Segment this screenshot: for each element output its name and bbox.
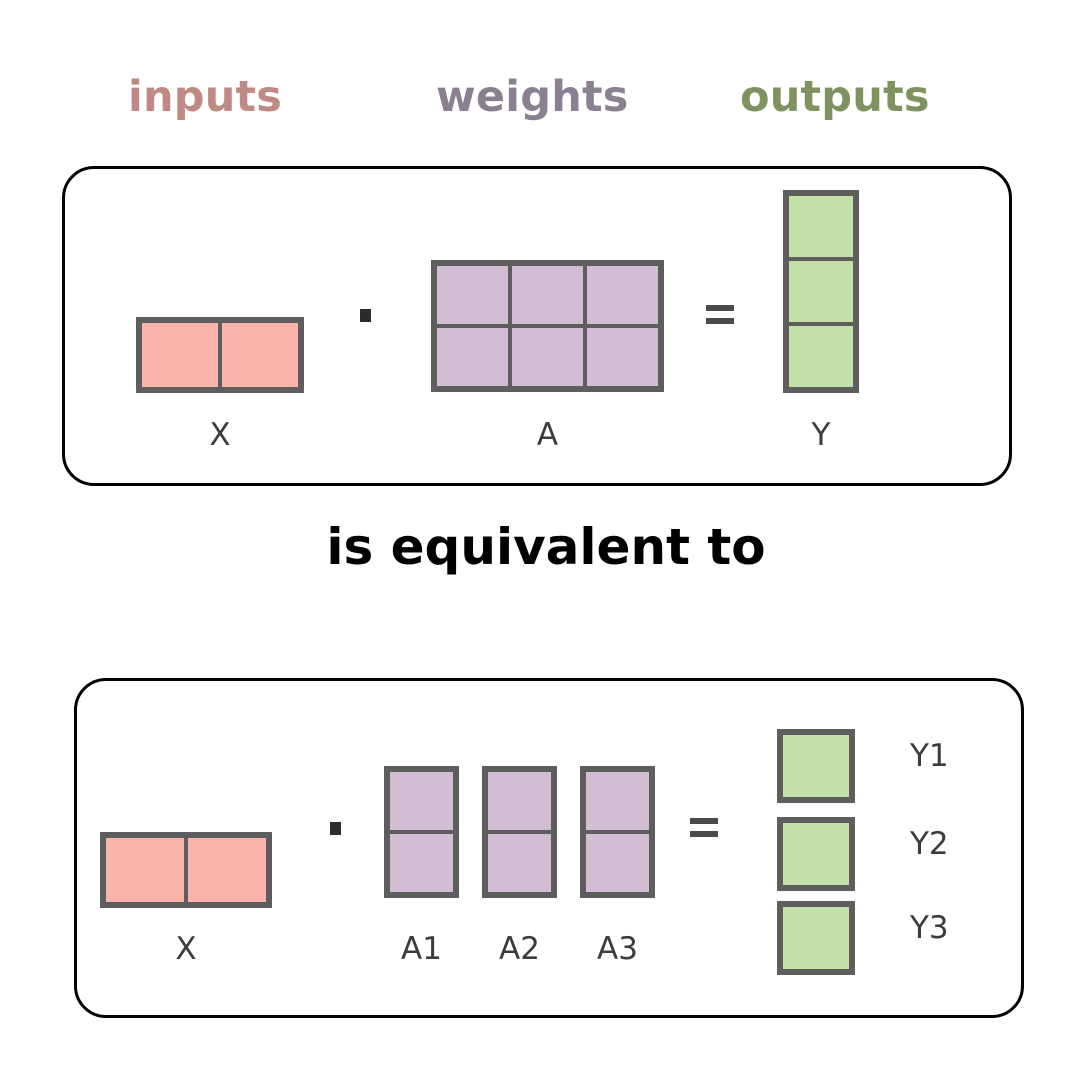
matrix-label-a1: A1 (401, 931, 442, 967)
matrix-label-y3: Y3 (910, 910, 949, 946)
matrix-cell (584, 770, 651, 832)
matrix-a2-shard (482, 766, 557, 898)
matrix-a3-shard (580, 766, 655, 898)
matrix-cell (787, 194, 855, 259)
matrix-x-top (136, 317, 304, 393)
matrix-cell (510, 264, 585, 326)
matrix-cell (486, 770, 553, 832)
matrix-cell (220, 321, 300, 389)
matrix-cell (781, 821, 851, 887)
matrix-cell (781, 905, 851, 971)
legend-label-inputs: inputs (128, 72, 283, 122)
matrix-a-top (431, 260, 664, 392)
matrix-cell (435, 264, 510, 326)
matrix-cell (787, 324, 855, 389)
matrix-cell (585, 264, 660, 326)
legend-label-outputs: outputs (740, 72, 930, 122)
matrix-cell (388, 832, 455, 894)
matrix-label-y1: Y1 (910, 738, 949, 774)
legend-label-weights: weights (436, 72, 629, 122)
matrix-cell (140, 321, 220, 389)
matrix-label-y-top: Y (811, 417, 831, 453)
matrix-y1-shard (777, 729, 855, 803)
matrix-label-x-bottom: X (175, 931, 197, 967)
equals-operator-icon (690, 818, 718, 837)
matrix-label-a-top: A (536, 417, 559, 453)
matrix-y2-shard (777, 817, 855, 891)
matrix-cell (486, 832, 553, 894)
matrix-cell (781, 733, 851, 799)
matrix-cell (510, 326, 585, 388)
matrix-cell (388, 770, 455, 832)
matrix-cell (787, 259, 855, 324)
matrix-cell (186, 836, 268, 904)
dot-operator-icon (360, 309, 371, 322)
dot-operator-icon (330, 822, 341, 835)
matrix-x-bottom (100, 832, 272, 908)
matrix-cell (104, 836, 186, 904)
matrix-label-y2: Y2 (910, 826, 949, 862)
legend-row: inputs weights outputs (0, 64, 1092, 124)
equals-operator-icon (706, 305, 734, 324)
equivalence-caption: is equivalent to (326, 518, 766, 576)
matrix-label-a2: A2 (499, 931, 540, 967)
matrix-y-top (783, 190, 859, 393)
matrix-label-x-top: X (209, 417, 231, 453)
matrix-label-a3: A3 (597, 931, 638, 967)
matrix-cell (584, 832, 651, 894)
matrix-cell (585, 326, 660, 388)
matrix-y3-shard (777, 901, 855, 975)
matrix-cell (435, 326, 510, 388)
matrix-a1-shard (384, 766, 459, 898)
